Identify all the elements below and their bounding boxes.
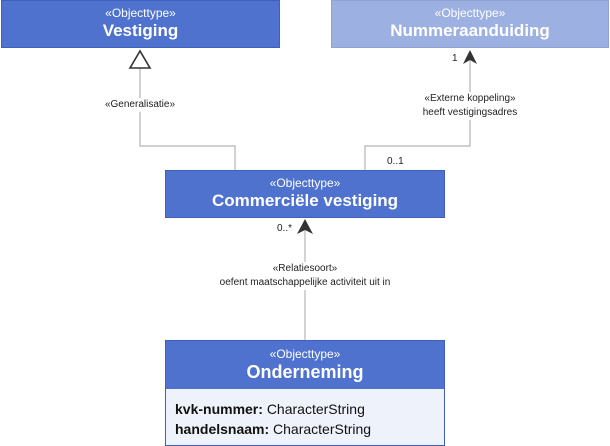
generalisatie-line bbox=[139, 68, 236, 170]
stereotype-label: «Objecttype» bbox=[434, 6, 506, 20]
relatiesoort-name: oefent maatschappelijke activiteit uit i… bbox=[200, 276, 410, 290]
externe-koppeling-source-multiplicity: 0..1 bbox=[387, 156, 404, 167]
attribute-type: CharacterString bbox=[266, 401, 365, 417]
relatiesoort-target-multiplicity: 0..* bbox=[277, 223, 293, 234]
relatiesoort-stereotype: «Relatiesoort» bbox=[200, 262, 410, 276]
objecttype-commerciele-vestiging[interactable]: «Objecttype» Commerciële vestiging bbox=[165, 170, 445, 218]
objecttype-vestiging[interactable]: «Objecttype» Vestiging bbox=[1, 0, 280, 48]
generalisatie-label: «Generalisatie» bbox=[98, 98, 182, 112]
externe-koppeling-target-multiplicity: 1 bbox=[452, 53, 458, 64]
stereotype-label: «Objecttype» bbox=[269, 347, 341, 361]
attribute-row[interactable]: kvk-nummer: CharacterString bbox=[175, 399, 435, 419]
attribute-list: kvk-nummer: CharacterString handelsnaam:… bbox=[166, 389, 444, 439]
objecttype-name: Nummeraanduiding bbox=[390, 21, 550, 40]
attribute-row[interactable]: handelsnaam: CharacterString bbox=[175, 419, 435, 439]
attribute-name: handelsnaam: bbox=[175, 421, 270, 437]
stereotype-label: «Objecttype» bbox=[269, 176, 341, 190]
generalisatie-arrowhead-icon bbox=[128, 49, 152, 69]
externe-koppeling-stereotype: «Externe koppeling» bbox=[410, 92, 530, 106]
objecttype-name: Onderneming bbox=[246, 362, 364, 382]
objecttype-nummeraanduiding[interactable]: «Objecttype» Nummeraanduiding bbox=[331, 0, 609, 48]
attribute-name: kvk-nummer: bbox=[175, 401, 263, 417]
relatiesoort-arrowhead-icon bbox=[297, 219, 313, 234]
externe-koppeling-arrowhead-icon bbox=[463, 50, 477, 64]
stereotype-label: «Objecttype» bbox=[105, 6, 176, 20]
objecttype-onderneming[interactable]: «Objecttype» Onderneming kvk-nummer: Cha… bbox=[165, 340, 445, 446]
attribute-type: CharacterString bbox=[273, 421, 372, 437]
objecttype-name: Commerciële vestiging bbox=[211, 191, 399, 210]
objecttype-name: Vestiging bbox=[102, 21, 179, 40]
externe-koppeling-name: heeft vestigingsadres bbox=[410, 106, 530, 120]
objecttype-header: «Objecttype» Onderneming bbox=[166, 341, 444, 389]
